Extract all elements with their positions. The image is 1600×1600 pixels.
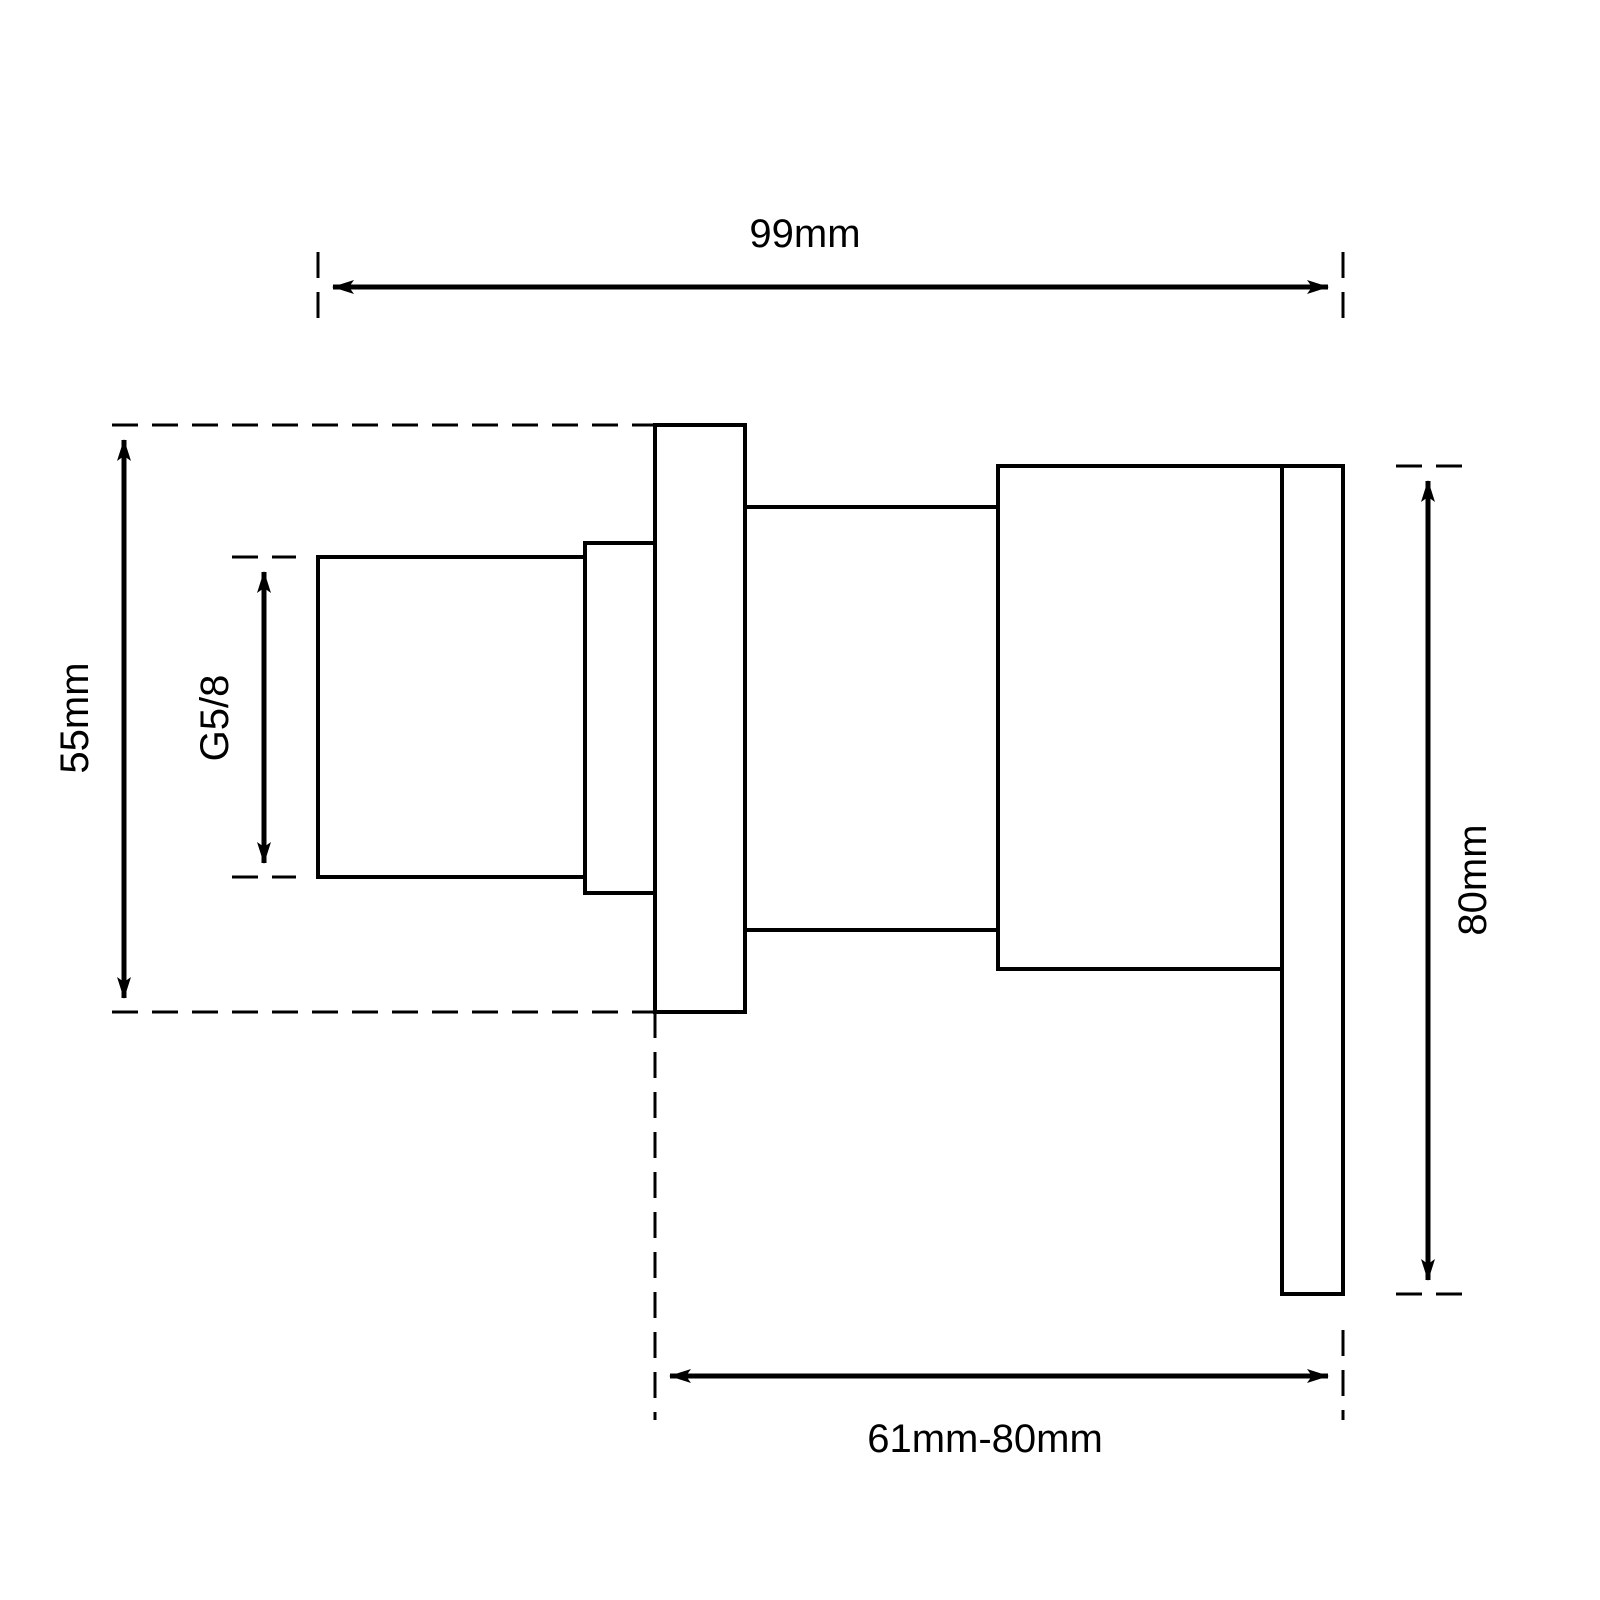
dim-label-flange-height: 55mm [53, 662, 97, 773]
handle-lever [1280, 464, 1345, 1296]
thread-inlet-block [316, 555, 587, 879]
dimension-lines [117, 280, 1435, 1383]
dim-label-overall-length: 99mm [749, 212, 860, 256]
body-stem [743, 505, 1000, 932]
extension-lines [112, 252, 1462, 1420]
collar-block [583, 541, 657, 895]
cylinder-body [996, 464, 1284, 971]
dim-label-handle-height: 80mm [1451, 824, 1495, 935]
dim-label-projection-range: 61mm-80mm [867, 1417, 1103, 1461]
product-outline [316, 423, 1345, 1296]
wall-flange [653, 423, 747, 1014]
dim-label-thread-size: G5/8 [193, 675, 237, 762]
